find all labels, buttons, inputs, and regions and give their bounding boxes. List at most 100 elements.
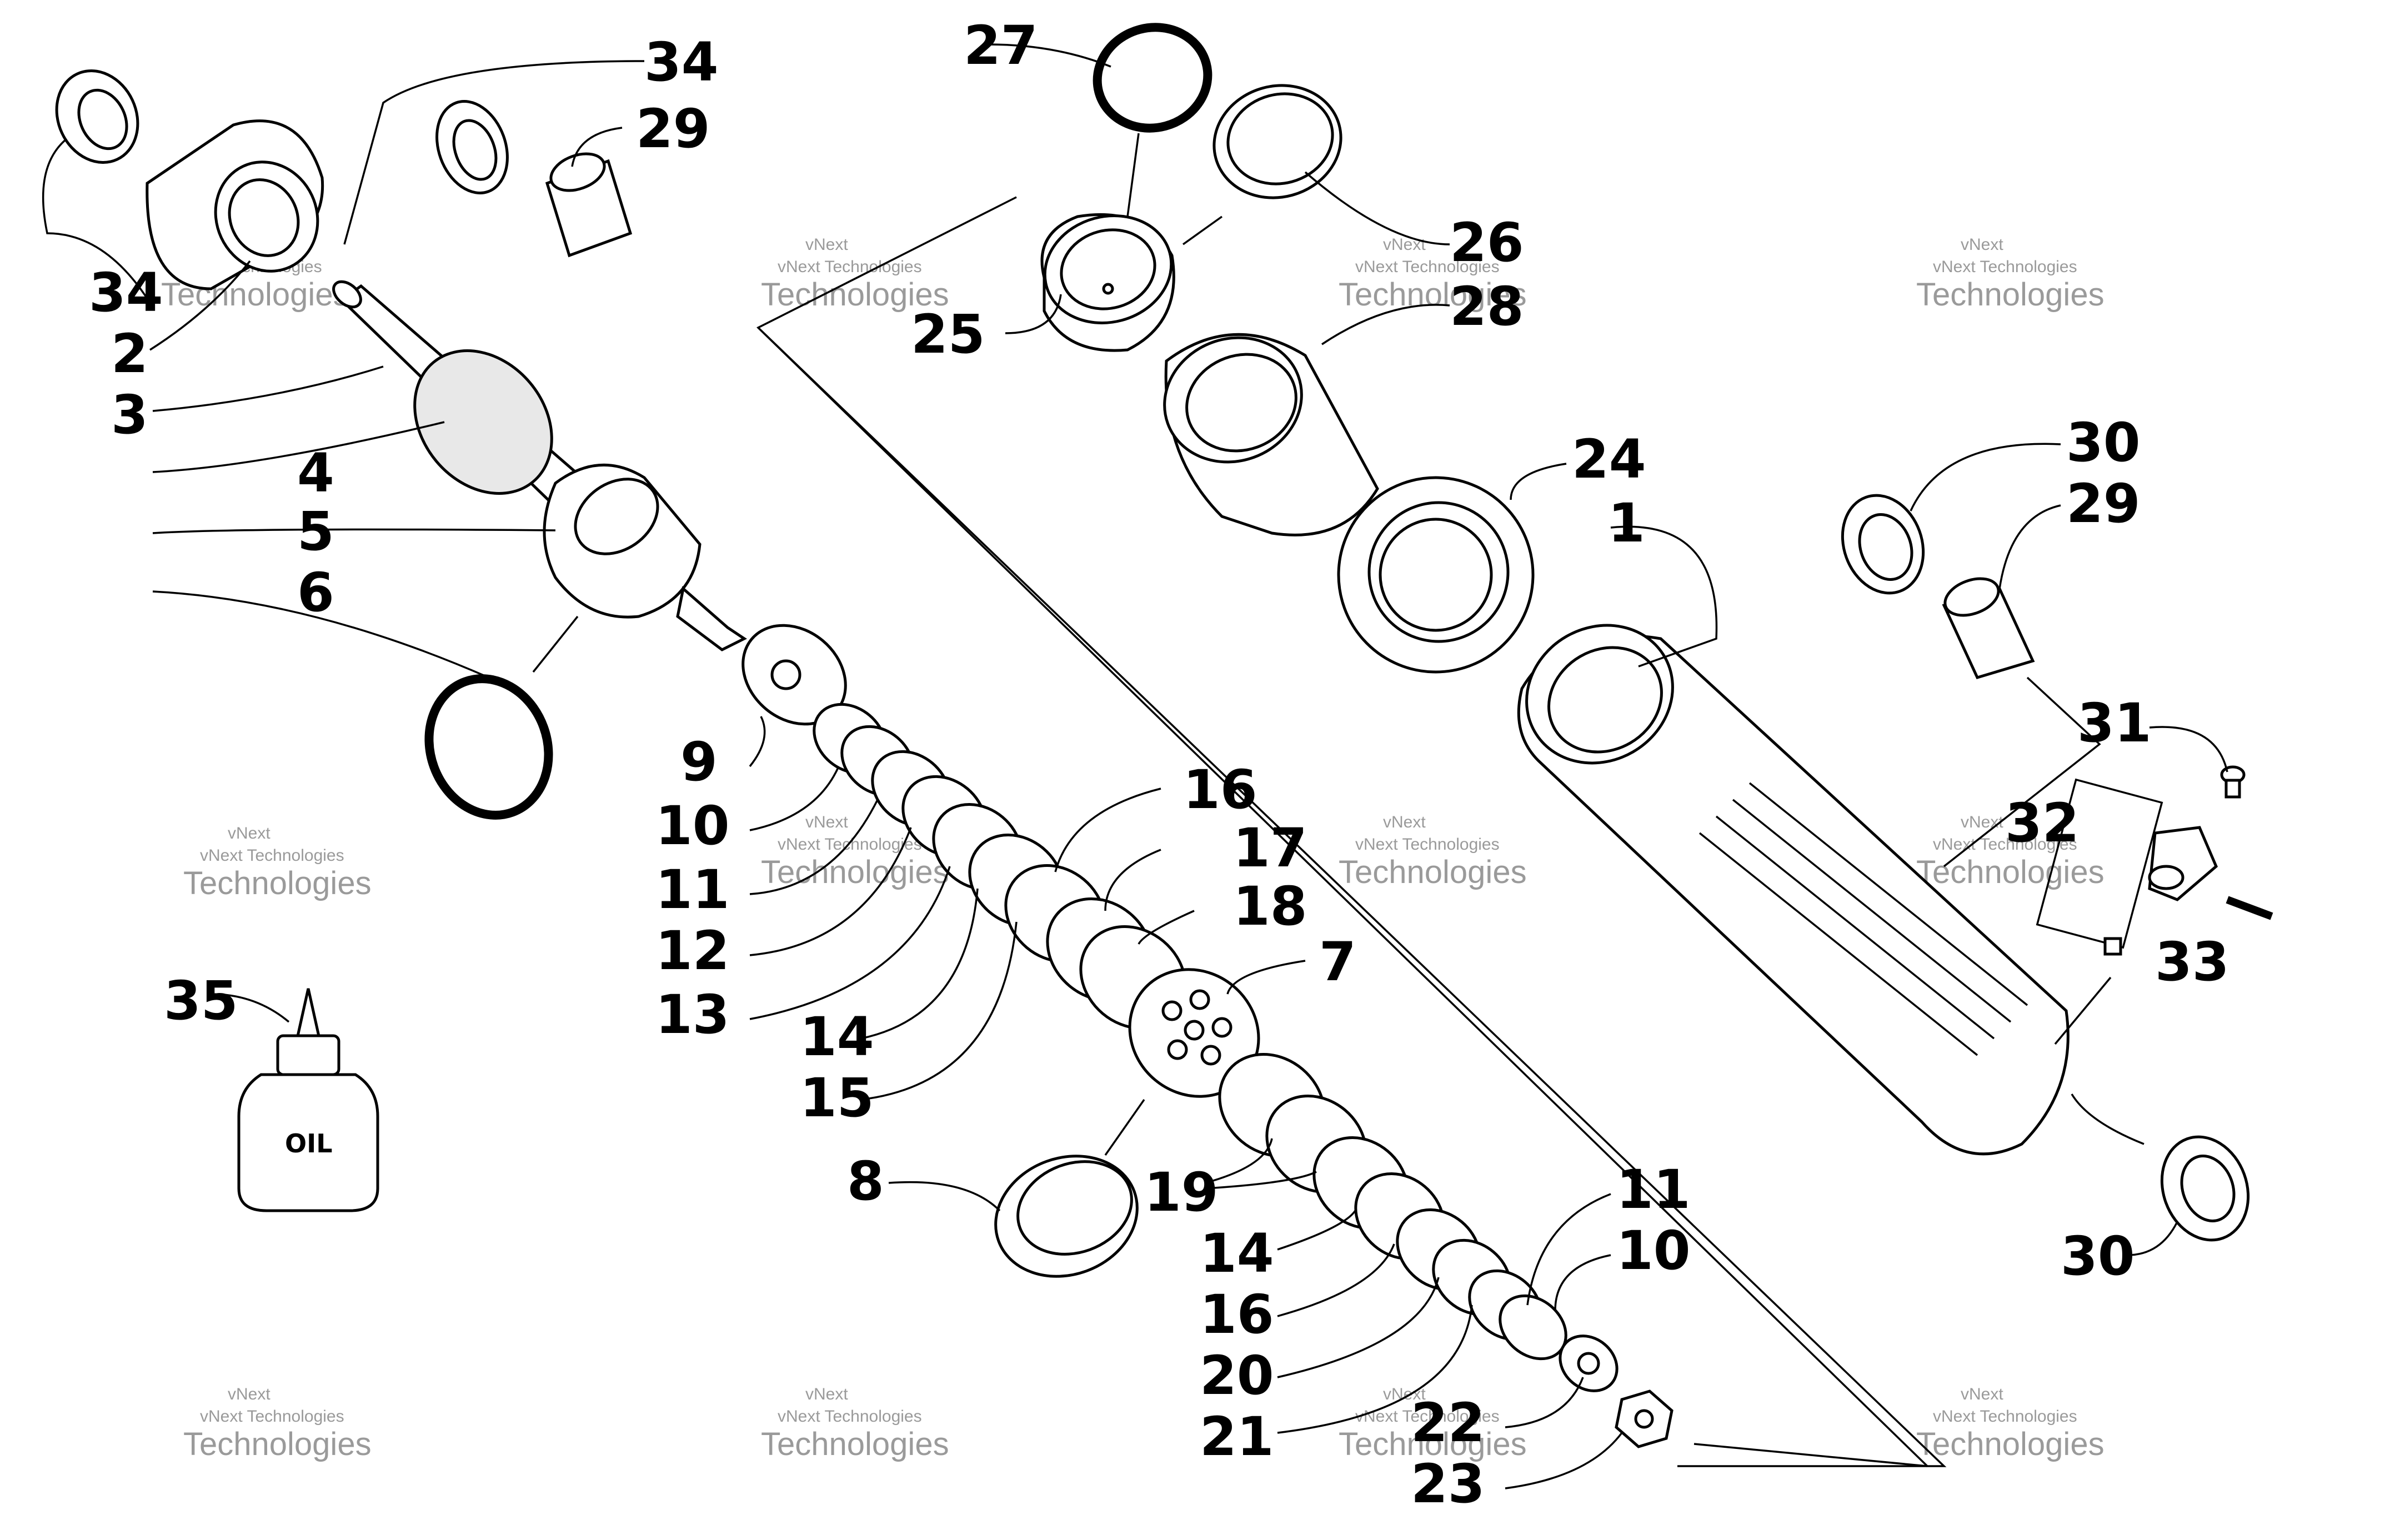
callout-10: 10: [1616, 1220, 1691, 1282]
watermark: vNext vNext Technologies Technologies: [1339, 813, 1527, 890]
callout-30: 30: [2066, 412, 2141, 474]
watermark: vNext vNext Technologies Technologies: [1916, 1385, 2105, 1462]
svg-text:Technologies: Technologies: [761, 277, 949, 313]
svg-text:Technologies: Technologies: [1339, 1426, 1527, 1462]
callout-6: 6: [297, 561, 334, 624]
part-bushing-30-bottom: [2160, 1135, 2250, 1242]
svg-text:Technologies: Technologies: [1916, 854, 2105, 890]
callout-11: 11: [655, 859, 730, 921]
svg-text:vNext: vNext: [1383, 813, 1426, 831]
svg-text:Technologies: Technologies: [1339, 854, 1527, 890]
callout-31: 31: [2077, 692, 2152, 754]
callout-10: 10: [655, 795, 730, 857]
callout-34: 34: [644, 31, 719, 93]
callout-23: 23: [1411, 1453, 1485, 1515]
part-sleeve-29-right: [1942, 577, 2035, 680]
svg-text:vNext: vNext: [228, 824, 270, 842]
watermark: vNext vNext Technologies Technologies: [1916, 235, 2105, 313]
part-oring-6: [424, 674, 553, 820]
svg-text:Technologies: Technologies: [1916, 1426, 2105, 1462]
callout-11: 11: [1616, 1158, 1691, 1221]
part-collar-24: [1337, 476, 1535, 674]
watermark: vNext vNext Technologies Technologies: [183, 1385, 372, 1462]
leader-lines: [42, 43, 2228, 1489]
svg-text:vNext: vNext: [1961, 813, 2003, 831]
shim-stack-upper: [813, 703, 1187, 1030]
svg-text:vNext Technologies: vNext Technologies: [778, 835, 922, 854]
svg-text:vNext Technologies: vNext Technologies: [1355, 258, 1500, 276]
svg-text:vNext Technologies: vNext Technologies: [1933, 1407, 2077, 1426]
callout-29: 29: [636, 98, 710, 160]
part-nut-23: [1615, 1389, 1674, 1448]
callout-25: 25: [911, 303, 985, 365]
svg-text:vNext: vNext: [805, 1385, 848, 1403]
callout-13: 13: [655, 984, 730, 1046]
svg-text:vNext Technologies: vNext Technologies: [1355, 835, 1500, 854]
callout-17: 17: [1233, 817, 1307, 879]
callout-8: 8: [847, 1150, 884, 1212]
callout-labels: 34 29 34 2 3 4 5 6 9 10 11 12 13 14 15 1…: [89, 14, 2229, 1515]
svg-text:Technologies: Technologies: [1916, 277, 2105, 313]
part-shockbody-1: [1517, 624, 2070, 1156]
svg-text:vNext Technologies: vNext Technologies: [1933, 258, 2077, 276]
part-screw-31: [2220, 765, 2246, 799]
assembly-bracket: [756, 196, 1947, 1467]
svg-text:Technologies: Technologies: [761, 854, 949, 890]
watermark: vNext vNext Technologies Technologies: [1916, 813, 2105, 890]
callout-27: 27: [964, 14, 1038, 77]
part-reservoir-piston-25: [1040, 213, 1175, 352]
part-washer-9: [741, 624, 847, 726]
part-sealhead-5: [543, 463, 747, 651]
callout-16: 16: [1200, 1283, 1274, 1346]
part-valve-32: [2148, 826, 2218, 901]
svg-text:vNext Technologies: vNext Technologies: [200, 1407, 344, 1426]
svg-text:Technologies: Technologies: [183, 865, 372, 901]
callout-12: 12: [655, 920, 730, 982]
part-small-square: [2103, 937, 2122, 956]
callout-5: 5: [297, 500, 334, 563]
svg-text:vNext: vNext: [805, 813, 848, 831]
watermark: vNext vNext Technologies Technologies: [183, 824, 372, 901]
part-band-26: [1212, 84, 1342, 199]
part-bumpstop-4: [413, 349, 553, 495]
callout-18: 18: [1233, 875, 1307, 937]
svg-text:Technologies: Technologies: [183, 1426, 372, 1462]
part-sleeve-29: [545, 152, 633, 258]
shim-stack-lower: [1218, 1053, 1567, 1361]
svg-text:vNext: vNext: [1961, 235, 2003, 254]
svg-text:vNext Technologies: vNext Technologies: [1355, 1407, 1500, 1426]
svg-text:vNext Technologies: vNext Technologies: [778, 258, 922, 276]
callout-1: 1: [1608, 492, 1645, 554]
watermark: vNext vNext Technologies Technologies: [761, 1385, 949, 1462]
svg-text:Technologies: Technologies: [761, 1426, 949, 1462]
callout-26: 26: [1450, 212, 1524, 274]
watermark: vNext vNext Technologies Technologies: [1339, 1385, 1527, 1462]
part-pistonband-8: [994, 1155, 1139, 1278]
part-sleeve-28: [1163, 333, 1379, 536]
bracket-bottom: [1693, 1443, 1928, 1467]
callout-34: 34: [89, 262, 163, 324]
callout-4: 4: [297, 442, 334, 504]
oil-bottle-text: OIL: [285, 1128, 333, 1158]
svg-text:Technologies: Technologies: [1339, 277, 1527, 313]
svg-text:vNext: vNext: [1383, 235, 1426, 254]
callout-9: 9: [680, 731, 718, 793]
callout-14: 14: [800, 1006, 874, 1068]
part-eyelet-2: [146, 119, 324, 290]
callout-33: 33: [2155, 931, 2229, 993]
svg-text:vNext: vNext: [1961, 1385, 2003, 1403]
part-oring-27: [1093, 23, 1212, 133]
watermark: vNext vNext Technologies Technologies: [1339, 235, 1527, 313]
svg-text:vNext: vNext: [228, 1385, 270, 1403]
callout-2: 2: [111, 323, 148, 385]
bracket-edge: [757, 327, 1928, 1467]
callout-20: 20: [1200, 1345, 1274, 1407]
part-cap-33: [2226, 896, 2273, 920]
callout-15: 15: [800, 1067, 874, 1129]
svg-text:vNext: vNext: [805, 235, 848, 254]
svg-text:vNext Technologies: vNext Technologies: [778, 1407, 922, 1426]
callout-22: 22: [1411, 1392, 1485, 1454]
part-piston-7: [1128, 968, 1260, 1098]
callout-24: 24: [1572, 428, 1646, 490]
